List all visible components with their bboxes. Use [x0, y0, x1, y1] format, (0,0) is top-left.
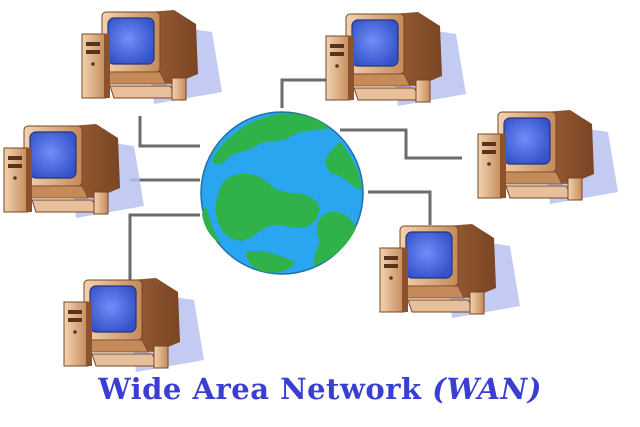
desktop-computer-icon: [81, 9, 223, 105]
desktop-computer-icon: [477, 109, 619, 205]
globe-icon: [200, 111, 364, 275]
link-top-right: [280, 78, 326, 108]
desktop-computer-icon: [379, 223, 521, 319]
caption-main: Wide Area Network: [98, 372, 422, 406]
link-top-left: [138, 116, 200, 148]
link-mid-right: [340, 128, 462, 160]
computer-node-bottom-right: [379, 223, 521, 319]
computer-node-mid-left: [3, 123, 145, 219]
computer-node-bottom-left: [63, 277, 205, 373]
computer-node-mid-right: [477, 109, 619, 205]
computer-node-top-left: [81, 9, 223, 105]
diagram-caption: Wide Area Network (WAN): [0, 372, 640, 406]
desktop-computer-icon: [3, 123, 145, 219]
computer-node-top-right: [325, 11, 467, 107]
desktop-computer-icon: [63, 277, 205, 373]
link-bottom-left: [128, 213, 200, 282]
network-links: [128, 78, 462, 282]
desktop-computer-icon: [325, 11, 467, 107]
link-bottom-right: [368, 190, 432, 225]
caption-abbreviation: (WAN): [432, 372, 542, 406]
